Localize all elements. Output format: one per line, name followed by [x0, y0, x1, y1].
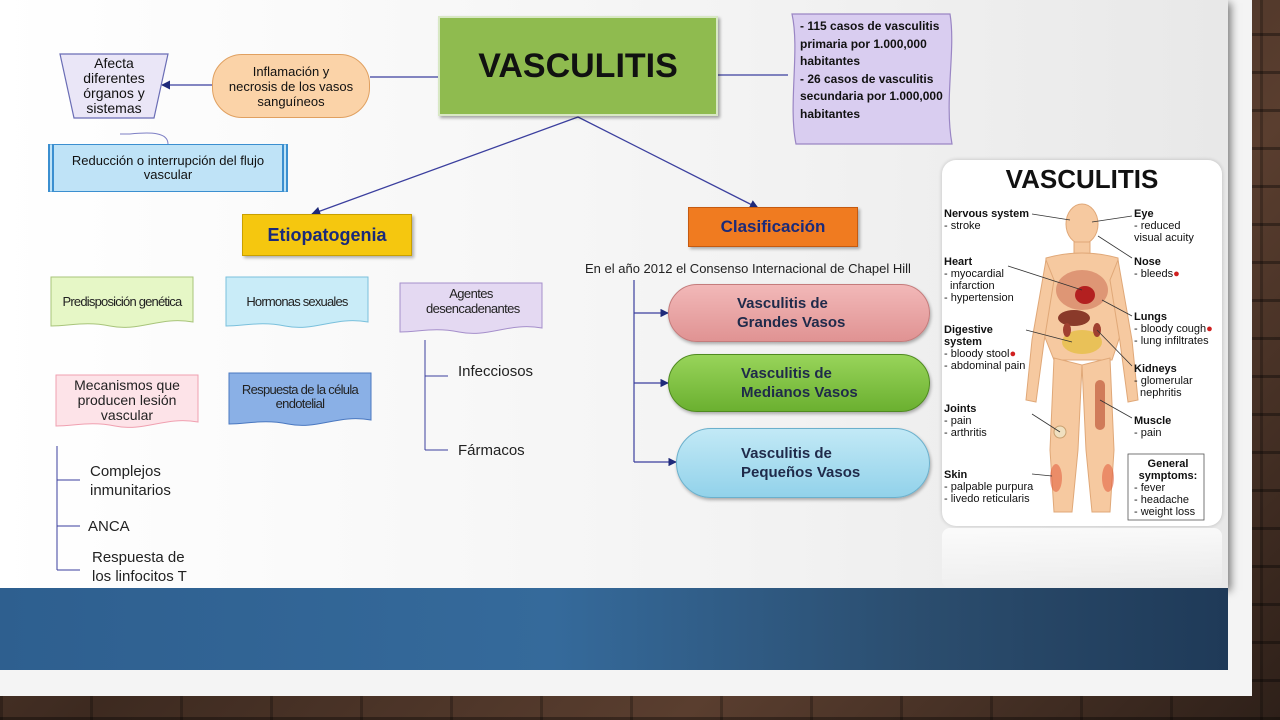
eye-label: Eye - reduced visual acuity [1134, 208, 1194, 244]
linfocitos-line-1: Respuesta de [92, 549, 185, 566]
blood-drop-icon: ● [1206, 323, 1213, 335]
inflamacion-text: Inflamación y necrosis de los vasos sang… [228, 63, 354, 109]
reduccion-box: Reducción o interrupción del flujo vascu… [48, 144, 288, 192]
complejos-line-1: Complejos [90, 463, 161, 480]
clasificacion-box: Clasificación [688, 207, 858, 247]
muscle-label: Muscle - pain [1134, 415, 1172, 439]
afecta-line-3: órganos y [83, 85, 145, 101]
line-reduccion-to-afecta [120, 132, 169, 145]
respuesta-celula-shape [228, 372, 372, 426]
grandes-vasos-box: Vasculitis de Grandes Vasos [668, 284, 930, 342]
digestive-label: Digestive system - bloody stool● - abdom… [944, 324, 1026, 372]
infographic-reflection [942, 528, 1222, 588]
medianos-line-2: Medianos Vasos [741, 384, 858, 401]
linfocitos-label: Respuesta de los linfocitos T [92, 548, 187, 586]
skin-purpura-left [1050, 464, 1062, 492]
muscle-organ [1095, 380, 1105, 430]
nervous-label: Nervous system - stroke [944, 208, 1029, 232]
predisposicion-text: Predisposición genética [62, 294, 183, 309]
pequenos-line-2: Pequeños Vasos [741, 464, 861, 481]
pequenos-line-1: Vasculitis de [741, 445, 832, 462]
linfocitos-line-2: los linfocitos T [92, 568, 187, 585]
arrow-title-to-etiopatogenia [311, 116, 579, 216]
mecanismos-shape [55, 374, 199, 428]
respuesta-celula-text: Respuesta de la célula endotelial [241, 382, 359, 411]
heart-organ [1075, 286, 1095, 304]
pequenos-vasos-box: Vasculitis de Pequeños Vasos [676, 428, 930, 498]
liver-organ [1058, 310, 1090, 326]
kidneys-label: Kidneys - glomerular nephritis [1134, 363, 1193, 399]
general-symptoms-label: General symptoms: - fever - headache - w… [1134, 458, 1198, 518]
afecta-line-2: diferentes [83, 70, 145, 86]
hormonas-shape [225, 276, 369, 328]
hormonas-box: Hormonas sexuales [227, 292, 367, 311]
stats-box: - 115 casos de vasculitis primaria por 1… [800, 18, 946, 123]
predisposicion-box: Predisposición genética [52, 292, 192, 311]
hormonas-text: Hormonas sexuales [246, 294, 348, 309]
inflamacion-box: Inflamación y necrosis de los vasos sang… [212, 54, 370, 118]
intestines-organ [1062, 330, 1102, 354]
line-agentes-branches [424, 340, 448, 451]
skin-label: Skin - palpable purpura - livedo reticul… [944, 469, 1034, 505]
respuesta-celula-box: Respuesta de la célula endotelial [234, 383, 366, 411]
blood-drop-icon: ● [1009, 348, 1017, 360]
reduccion-text: Reducción o interrupción del flujo vascu… [71, 153, 265, 182]
kidney-left [1063, 323, 1071, 337]
etiopatogenia-box: Etiopatogenia [242, 214, 412, 256]
etiopatogenia-label: Etiopatogenia [267, 224, 387, 245]
heart-label: Heart - myocardial infarction - hyperten… [944, 256, 1014, 304]
pequenos-vasos-text: Vasculitis de Pequeños Vasos [741, 444, 860, 482]
footer-band [0, 588, 1228, 670]
stats-line-1: - 115 casos de vasculitis primaria por 1… [800, 19, 940, 68]
agentes-box: Agentes desencadenantes [426, 286, 520, 316]
blood-drop-icon: ● [1173, 268, 1180, 280]
line-mecanismos-branches [56, 446, 80, 571]
complejos-line-2: inmunitarios [90, 482, 171, 499]
farmacos-label: Fármacos [458, 442, 525, 459]
medianos-line-1: Vasculitis de [741, 365, 832, 382]
skin-purpura-right [1102, 464, 1114, 492]
infecciosos-label: Infecciosos [458, 363, 534, 380]
afecta-line-1: Afecta [94, 55, 134, 71]
anca-label: ANCA [88, 518, 130, 535]
mecanismos-text: Mecanismos que producen lesión vascular [74, 377, 180, 423]
body-figure [1007, 203, 1205, 521]
afecta-shape [59, 53, 169, 119]
title-box: VASCULITIS [438, 16, 718, 116]
nose-label: Nose - bleeds● [1134, 256, 1180, 280]
medianos-vasos-box: Vasculitis de Medianos Vasos [668, 354, 930, 412]
general-box [1127, 453, 1205, 521]
arrow-title-to-clasificacion [577, 116, 759, 209]
medianos-vasos-text: Vasculitis de Medianos Vasos [741, 364, 858, 402]
stats-box-shape [791, 13, 953, 145]
stats-line-2: - 26 casos de vasculitis secundaria por … [800, 71, 943, 121]
vasculitis-infographic: VASCULITIS [942, 160, 1222, 526]
clasificacion-label: Clasificación [720, 217, 826, 236]
mecanismos-box: Mecanismos que producen lesión vascular [62, 378, 192, 423]
agentes-shape [399, 282, 543, 334]
complejos-label: Complejos inmunitarios [90, 462, 171, 500]
page-title: VASCULITIS [478, 46, 678, 85]
predisposicion-shape [50, 276, 194, 328]
joints-label: Joints - pain - arthritis [944, 403, 987, 439]
lungs-label: Lungs - bloody cough● - lung infiltrates [1134, 311, 1213, 347]
consenso-text: En el año 2012 el Consenso Internacional… [585, 261, 911, 276]
grandes-line-1: Vasculitis de [737, 295, 828, 312]
grandes-line-2: Grandes Vasos [737, 314, 846, 331]
afecta-line-4: sistemas [86, 100, 142, 116]
afecta-box: Afecta diferentes órganos y sistemas [62, 56, 166, 116]
infographic-title: VASCULITIS [1005, 164, 1159, 194]
grandes-vasos-text: Vasculitis de Grandes Vasos [737, 294, 845, 332]
agentes-text: Agentes desencadenantes [426, 286, 520, 316]
